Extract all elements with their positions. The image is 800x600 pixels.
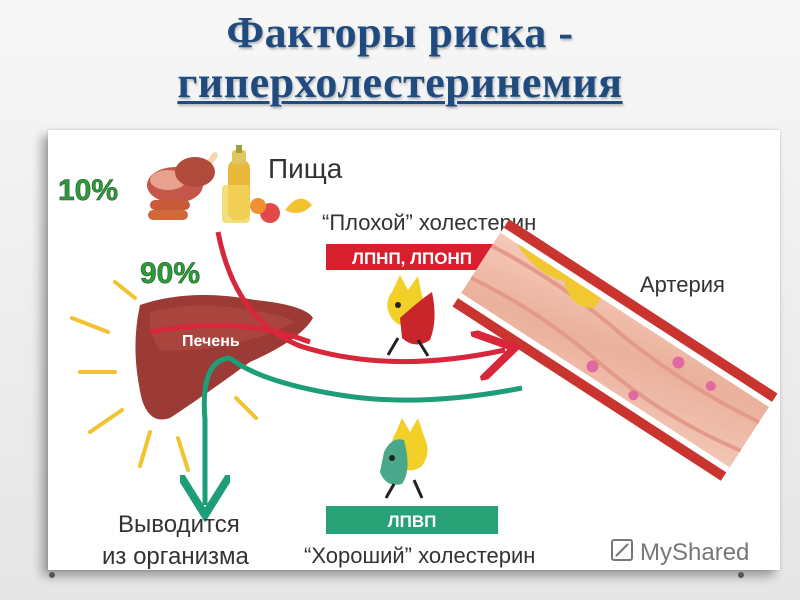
percent-liver: 90% bbox=[140, 257, 200, 290]
watermark-logo-icon bbox=[611, 539, 633, 561]
percent-food: 10% bbox=[58, 174, 118, 207]
artery-label: Артерия bbox=[640, 272, 725, 297]
excreted-label-line2: из организма bbox=[102, 543, 250, 570]
excreted-label-line1: Выводится bbox=[118, 511, 240, 538]
arrow-liver-to-excretion bbox=[204, 355, 231, 505]
slide-title: Факторы риска - гиперхолестеринемия bbox=[0, 8, 800, 108]
bad-cholesterol-label: “Плохой” холестерин bbox=[322, 210, 536, 235]
hdl-tag bbox=[326, 506, 498, 534]
title-line-1: Факторы риска - bbox=[226, 8, 574, 57]
food-label: Пища bbox=[268, 153, 343, 184]
artery-illustration bbox=[452, 219, 778, 481]
food-illustration bbox=[147, 145, 312, 223]
ldl-tag bbox=[326, 244, 498, 270]
liver-illustration bbox=[70, 280, 313, 472]
arrow-artery-to-liver bbox=[228, 356, 523, 403]
watermark-text: MyShared bbox=[640, 539, 749, 566]
title-line-2: гиперхолестеринемия bbox=[177, 58, 623, 107]
arrow-liver-to-artery bbox=[149, 322, 311, 345]
good-cholesterol-label: “Хороший” холестерин bbox=[304, 543, 535, 568]
arrow-food-to-artery bbox=[215, 231, 505, 362]
good-cholesterol-character bbox=[380, 418, 428, 499]
slide-corner-dot-left bbox=[49, 572, 55, 578]
hdl-tag-label: ЛПВП bbox=[388, 512, 437, 531]
liver-label: Печень bbox=[182, 333, 240, 350]
bad-cholesterol-character bbox=[386, 275, 435, 357]
watermark: MyShared bbox=[611, 539, 749, 566]
slide-corner-dot-right bbox=[738, 572, 744, 578]
ldl-tag-label: ЛПНП, ЛПОНП bbox=[352, 249, 472, 268]
